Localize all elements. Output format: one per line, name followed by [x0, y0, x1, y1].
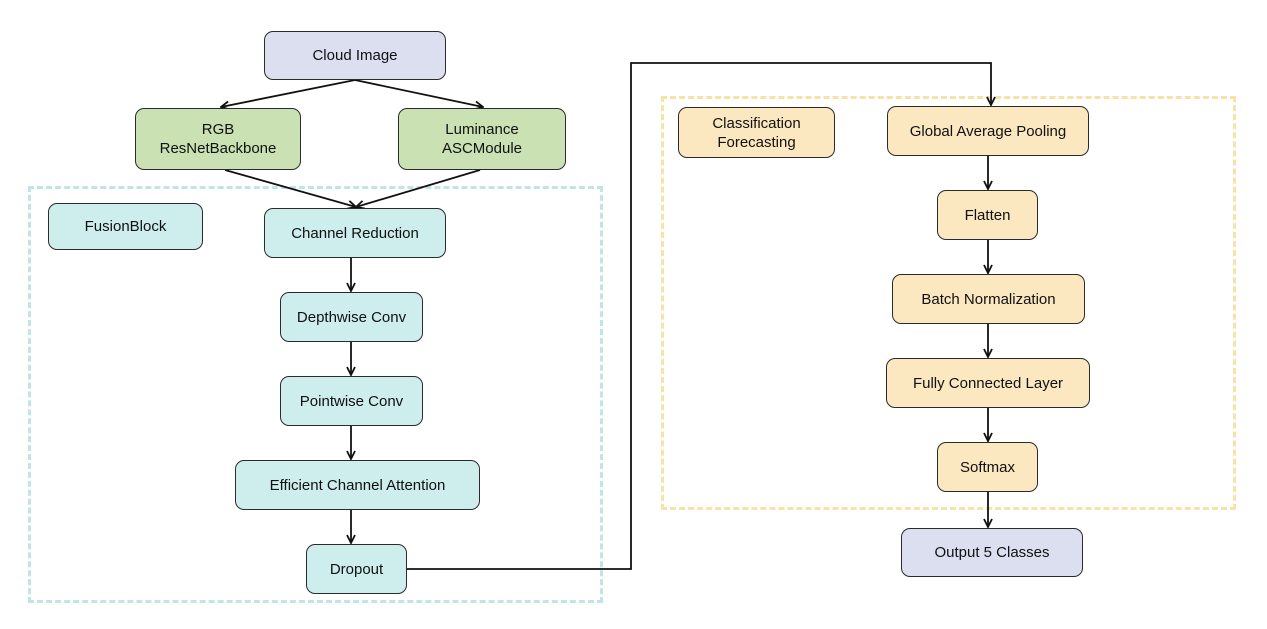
depthwise-conv-node: Depthwise Conv [280, 292, 423, 342]
global-average-pooling-node: Global Average Pooling [887, 106, 1089, 156]
fusion-block-label: FusionBlock [48, 203, 203, 250]
channel-reduction-node: Channel Reduction [264, 208, 446, 258]
rgb-resnet-backbone-node: RGB ResNetBackbone [135, 108, 301, 170]
arrow-luminance-to-channel-reduction [356, 169, 481, 207]
flatten-node: Flatten [937, 190, 1038, 240]
fusion-block-group [28, 186, 603, 603]
fully-connected-layer-node: Fully Connected Layer [886, 358, 1090, 408]
luminance-asc-module-node: Luminance ASCModule [398, 108, 566, 170]
classification-forecasting-label: Classification Forecasting [678, 107, 835, 158]
arrow-rgb-to-channel-reduction [224, 169, 356, 207]
arrow-dropout-to-gap [407, 62, 991, 570]
cloud-image-node: Cloud Image [264, 31, 446, 80]
batch-normalization-node: Batch Normalization [892, 274, 1085, 324]
classification-group [661, 96, 1236, 510]
arrow-cloud-to-rgb [221, 79, 356, 107]
output-classes-node: Output 5 Classes [901, 528, 1083, 577]
pointwise-conv-node: Pointwise Conv [280, 376, 423, 426]
efficient-channel-attention-node: Efficient Channel Attention [235, 460, 480, 510]
dropout-node: Dropout [306, 544, 407, 594]
softmax-node: Softmax [937, 442, 1038, 492]
arrow-cloud-to-luminance [354, 79, 483, 107]
